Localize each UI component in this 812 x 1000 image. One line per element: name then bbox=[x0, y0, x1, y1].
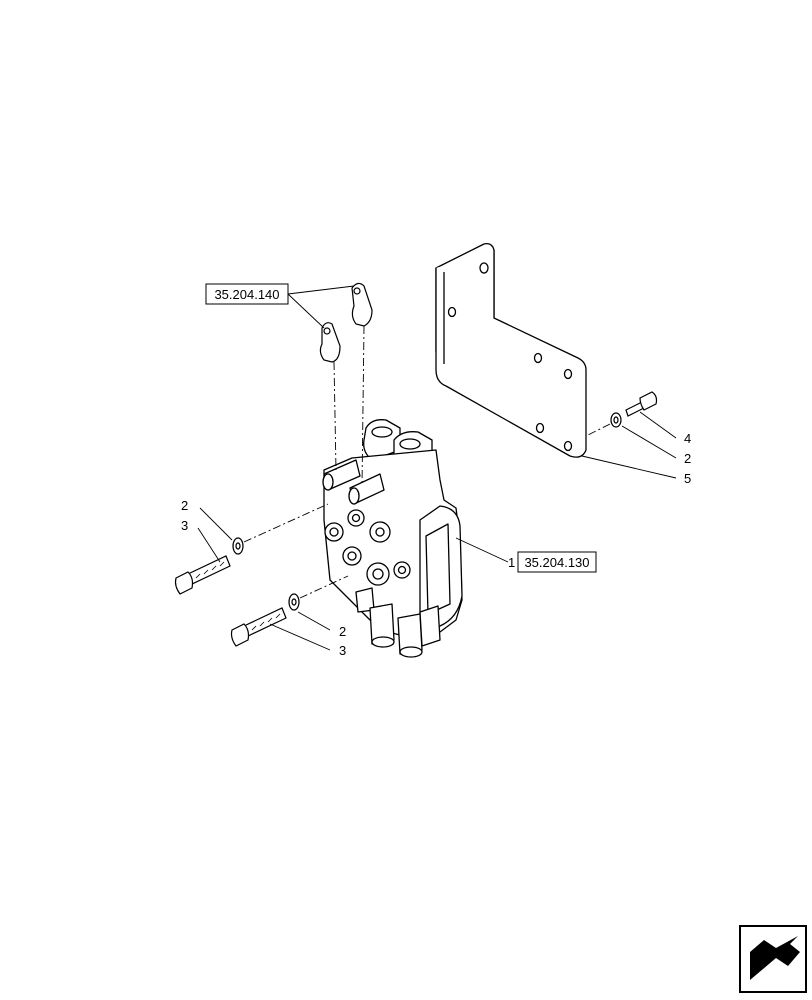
lower-left-axis-line bbox=[299, 575, 349, 599]
lever-link-left bbox=[319, 322, 341, 363]
callout-upper-left-bolt: 3 bbox=[181, 518, 188, 533]
lever-axis-left bbox=[333, 361, 337, 471]
ref-top-text: 35.204.140 bbox=[214, 287, 279, 302]
control-valve-body bbox=[322, 419, 463, 658]
lever-link-right bbox=[351, 282, 373, 327]
ref-box-valve[interactable]: 35.204.130 bbox=[517, 551, 597, 573]
callout-bracket-bolt: 4 bbox=[684, 431, 691, 446]
next-page-arrow-icon[interactable] bbox=[739, 925, 807, 993]
callout-valve: 1 bbox=[508, 555, 515, 570]
ref-valve-text: 35.204.130 bbox=[524, 555, 589, 570]
bracket-bolt bbox=[625, 391, 658, 417]
upper-left-bolt bbox=[174, 555, 231, 595]
lower-left-bolt bbox=[230, 607, 287, 647]
upper-left-washer bbox=[232, 537, 244, 555]
upper-left-axis-line bbox=[243, 503, 329, 543]
callout-upper-left-washer: 2 bbox=[181, 498, 188, 513]
callout-lower-left-bolt: 3 bbox=[339, 643, 346, 658]
callout-bracket: 5 bbox=[684, 471, 691, 486]
ref-box-top[interactable]: 35.204.140 bbox=[205, 283, 289, 305]
lever-axis-right bbox=[361, 325, 365, 487]
mounting-bracket bbox=[435, 242, 587, 458]
callout-bracket-washer: 2 bbox=[684, 451, 691, 466]
leader-lines bbox=[197, 285, 677, 651]
bracket-washer bbox=[610, 412, 622, 428]
lower-left-washer bbox=[288, 593, 300, 611]
bracket-axis-line bbox=[585, 423, 611, 437]
callout-lower-left-washer: 2 bbox=[339, 624, 346, 639]
